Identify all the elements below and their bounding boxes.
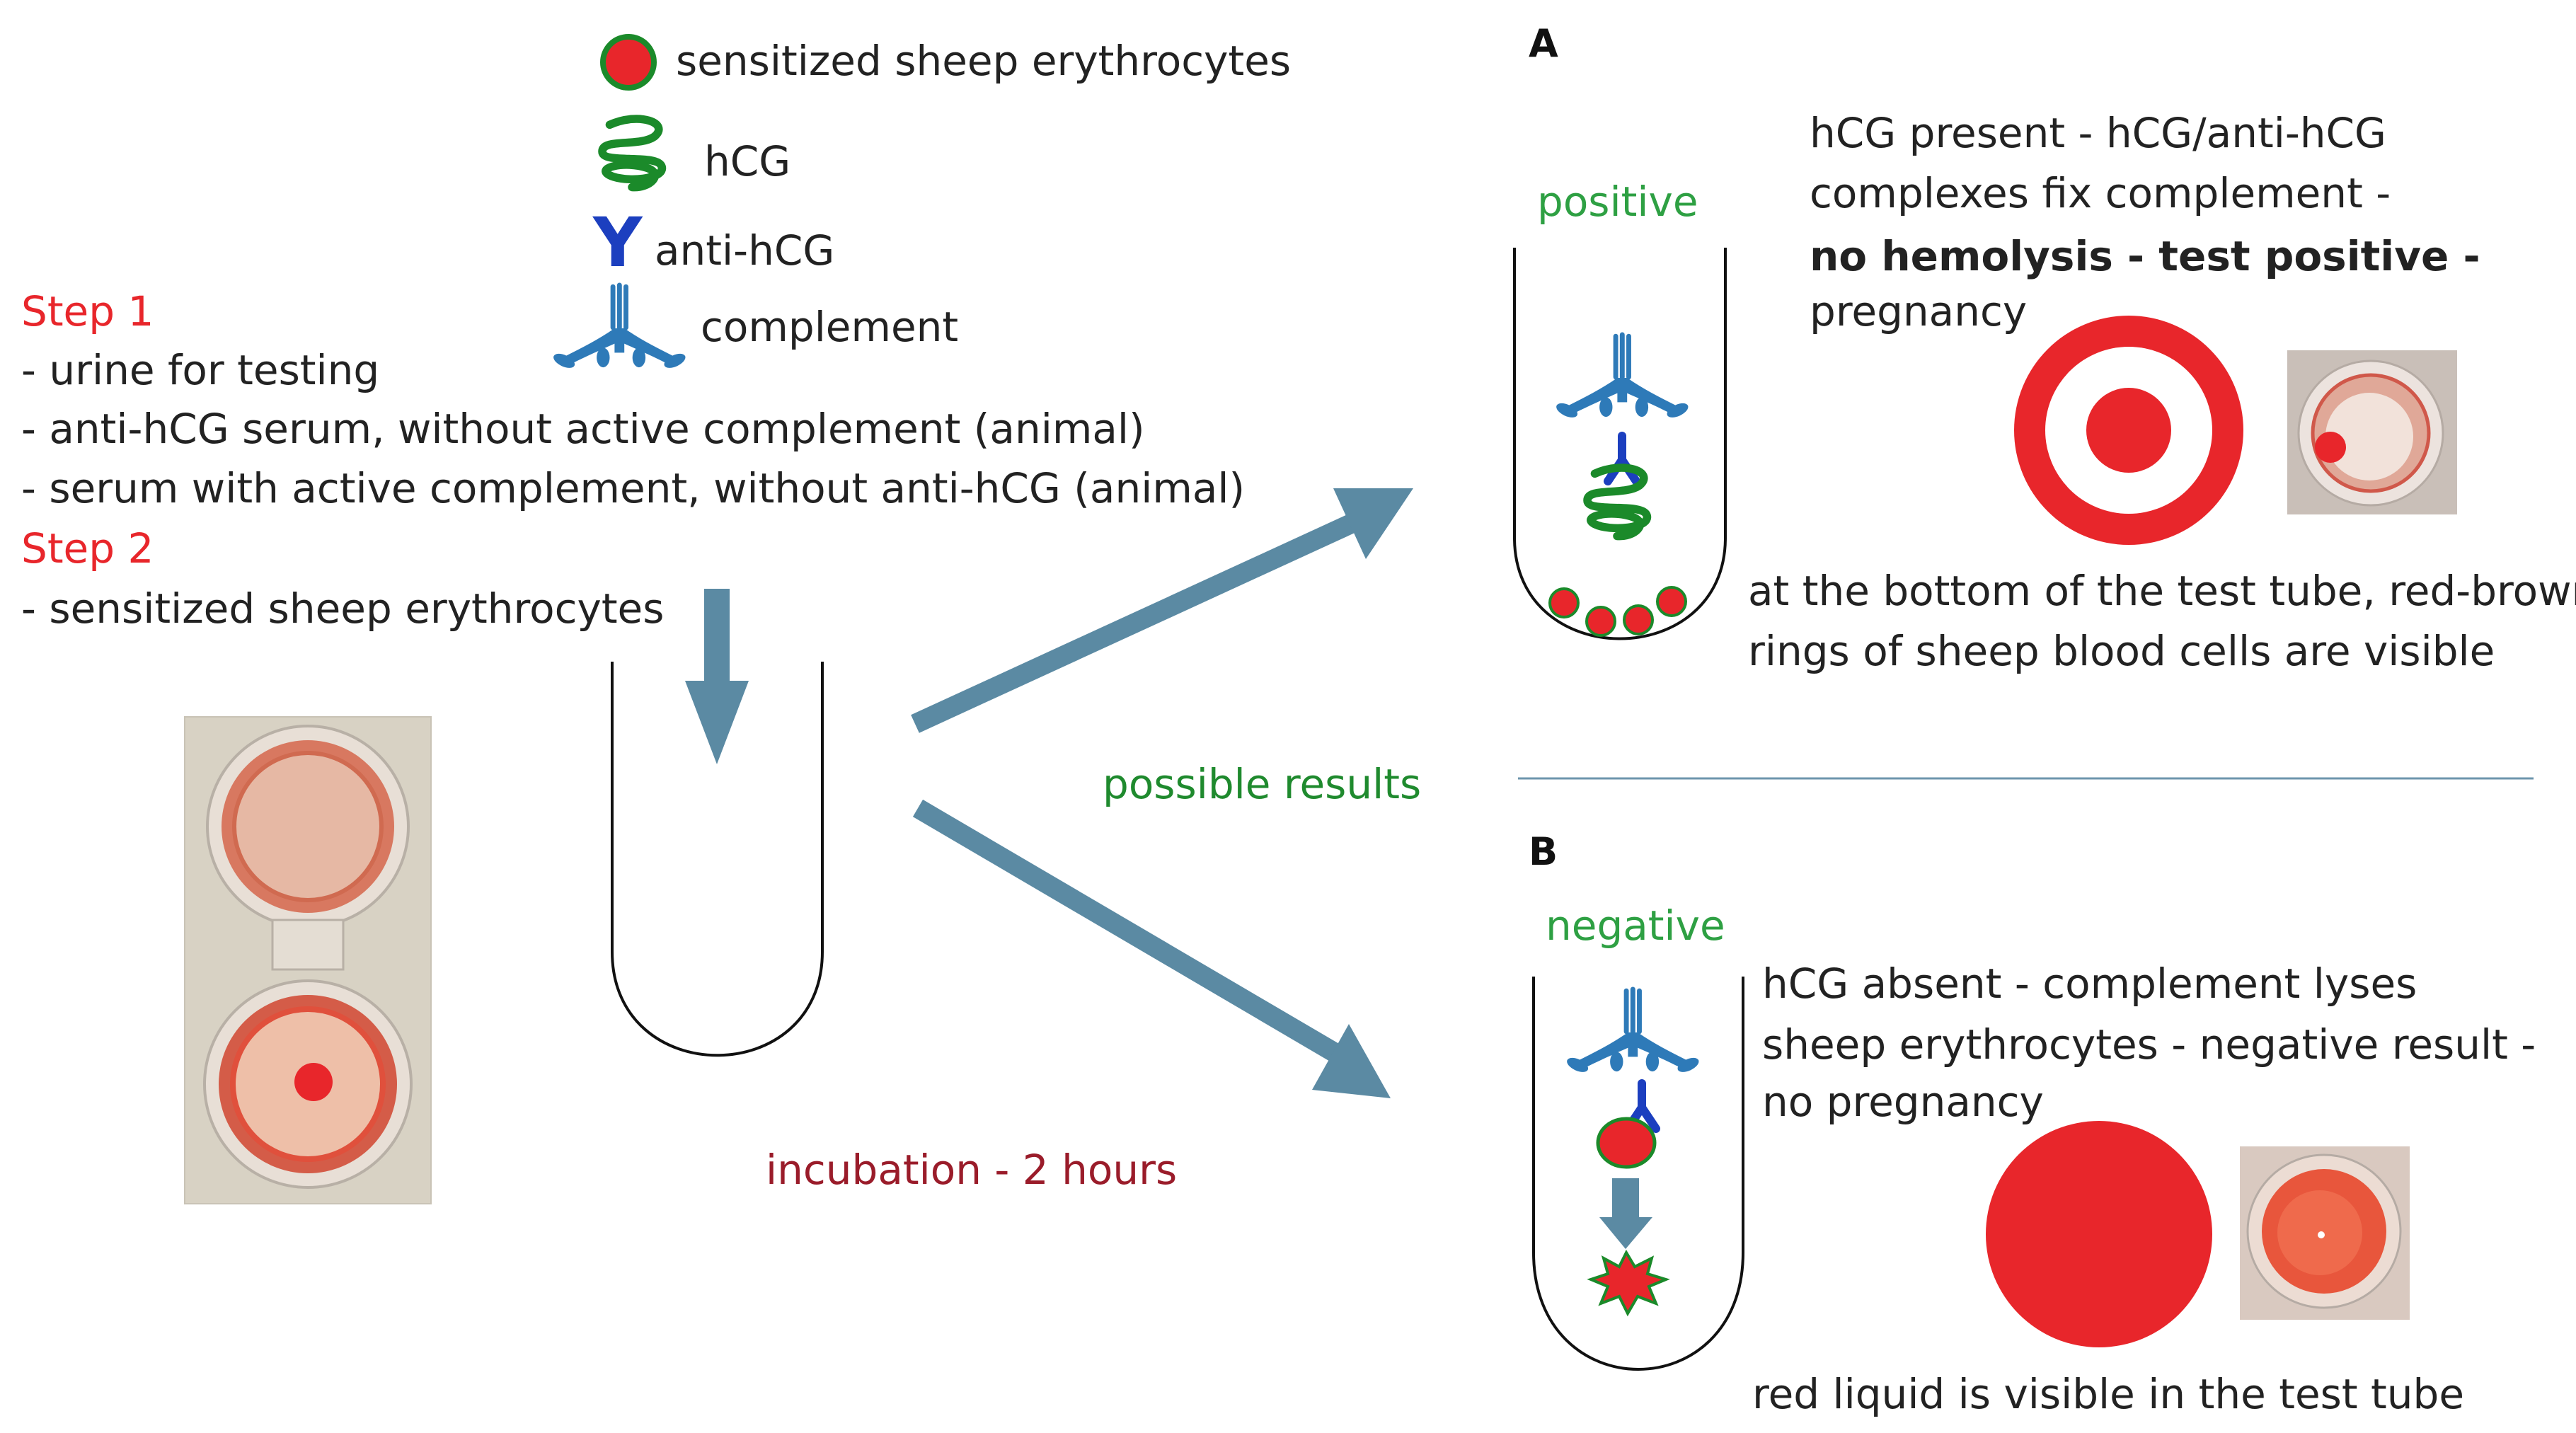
- panel-a: A positive hCG present - hCG/anti-hCG co…: [1513, 21, 2576, 675]
- center-test-tube: [611, 662, 824, 1057]
- legend: sensitized sheep erythrocytes hCG Y anti…: [551, 34, 1291, 371]
- erythrocyte-icon: [1596, 1117, 1657, 1169]
- panel-a-desc-line: pregnancy: [1810, 287, 2027, 335]
- step1-item: - urine for testing: [21, 346, 379, 394]
- arrow-to-positive: [911, 488, 1413, 733]
- incubation-label: incubation - 2 hours: [766, 1146, 1177, 1194]
- panel-a-bottom-line: rings of sheep blood cells are visible: [1748, 627, 2495, 675]
- negative-well-photo: [2240, 1146, 2410, 1320]
- panel-b-bottom-line: red liquid is visible in the test tube: [1752, 1370, 2464, 1418]
- panel-a-bottom-line: at the bottom of the test tube, red-brow…: [1748, 567, 2576, 615]
- lysis-arrow: [1599, 1178, 1652, 1249]
- negative-label: negative: [1546, 902, 1725, 950]
- step2-item: - sensitized sheep erythrocytes: [21, 585, 664, 633]
- complement-legend-icon: [551, 282, 688, 371]
- complement-icon: [1554, 332, 1691, 420]
- panel-a-desc-line-bold: no hemolysis - test positive -: [1810, 232, 2480, 280]
- step1-item: - anti-hCG serum, without active complem…: [21, 405, 1145, 453]
- negative-test-tube: [1532, 977, 1744, 1371]
- positive-well-photo: [2287, 350, 2457, 514]
- negative-solid-icon: [1986, 1121, 2212, 1347]
- legend-hcg-label: hCG: [704, 137, 790, 185]
- panel-b-desc-line: no pregnancy: [1762, 1078, 2044, 1126]
- legend-complement-label: complement: [701, 303, 958, 351]
- wells-photo: [184, 716, 432, 1204]
- panel-b-letter: B: [1529, 829, 1558, 874]
- step1-item: - serum with active complement, without …: [21, 464, 1245, 512]
- complement-icon: [1565, 986, 1701, 1075]
- lysed-cell-icon: [1587, 1249, 1670, 1317]
- legend-anti-hcg-label: anti-hCG: [655, 226, 834, 275]
- panel-b-desc-line: hCG absent - complement lyses: [1762, 960, 2417, 1008]
- arrow-to-negative: [912, 799, 1391, 1098]
- down-arrow: [685, 589, 749, 764]
- positive-label: positive: [1537, 178, 1698, 226]
- step1-title: Step 1: [21, 287, 154, 335]
- possible-results-label: possible results: [1103, 760, 1421, 808]
- panel-a-desc-line: complexes fix complement -: [1810, 169, 2391, 217]
- erythrocyte-icon: [600, 34, 657, 91]
- positive-ring-icon: [2014, 316, 2243, 545]
- panel-b: B negative hCG absent - complement lyses…: [1529, 829, 2536, 1418]
- panel-a-desc-line: hCG present - hCG/anti-hCG: [1810, 109, 2386, 157]
- antibody-legend-icon: Y: [592, 203, 643, 282]
- antibody-icon: [1608, 436, 1636, 481]
- legend-erythrocytes-label: sensitized sheep erythrocytes: [676, 37, 1291, 85]
- steps-list: Step 1 - urine for testing - anti-hCG se…: [21, 287, 1245, 633]
- step2-title: Step 2: [21, 524, 154, 572]
- positive-test-tube: [1513, 248, 1727, 640]
- panel-b-desc-line: sheep erythrocytes - negative result -: [1762, 1020, 2536, 1069]
- panel-a-letter: A: [1529, 21, 1558, 66]
- hcg-legend-icon: [602, 119, 662, 188]
